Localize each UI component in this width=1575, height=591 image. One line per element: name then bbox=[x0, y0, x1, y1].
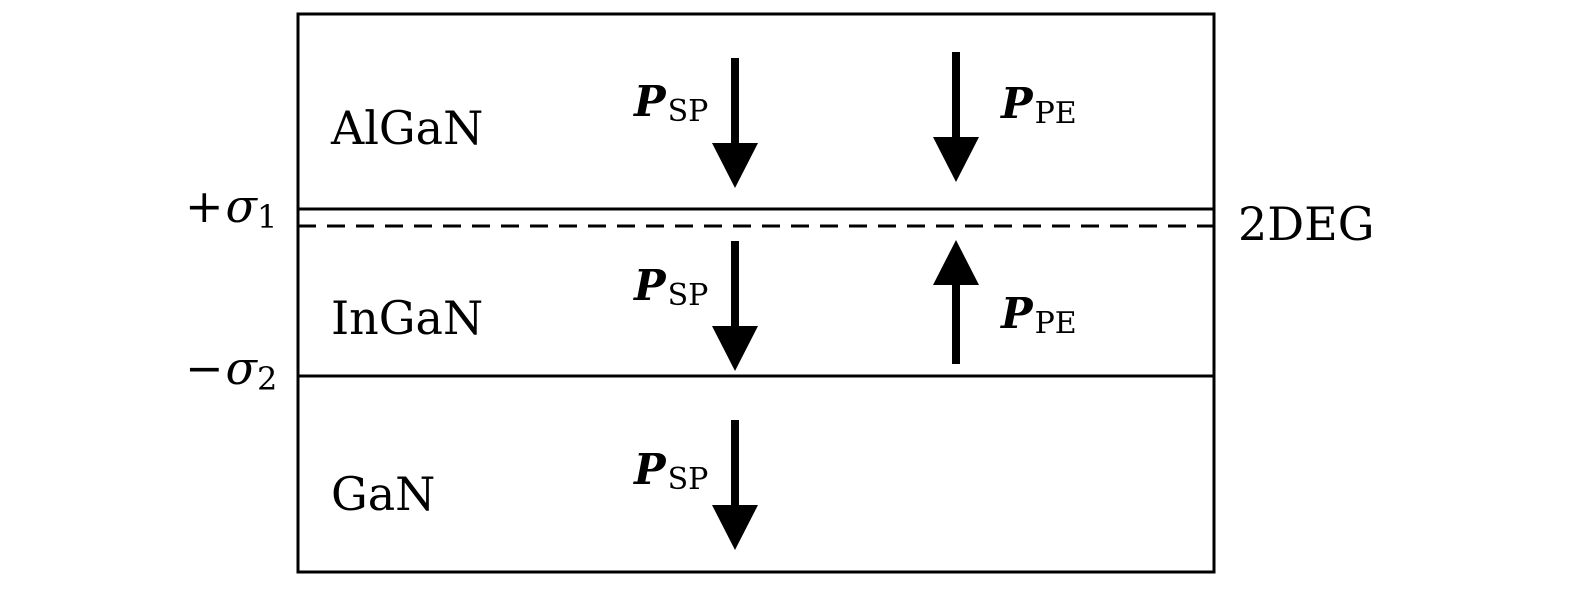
label-ingan-ppe-subscript: PE bbox=[1035, 306, 1077, 341]
2deg-label: 2DEG bbox=[1238, 197, 1374, 251]
charge-subscript-sigma2: 2 bbox=[257, 360, 277, 398]
arrow-algan-ppe-down-icon bbox=[933, 52, 979, 182]
arrow-gan-psp-down-icon bbox=[712, 420, 758, 550]
label-algan-psp: PSP bbox=[633, 77, 708, 129]
label-ingan-ppe-symbol: P bbox=[1000, 289, 1034, 338]
charge-label-sigma2: −σ2 bbox=[185, 341, 277, 398]
label-algan-psp-symbol: P bbox=[633, 77, 667, 126]
charge-sign-sigma1: + bbox=[185, 179, 224, 233]
charge-symbol-sigma1: σ bbox=[226, 179, 259, 233]
charge-label-sigma1: +σ1 bbox=[185, 179, 277, 236]
charge-sign-sigma2: − bbox=[185, 341, 224, 395]
charge-subscript-sigma1: 1 bbox=[257, 198, 277, 236]
label-ingan-ppe: PPE bbox=[1000, 289, 1077, 341]
arrow-ingan-ppe-up-icon bbox=[933, 240, 979, 364]
layer-label-ingan: InGaN bbox=[331, 291, 483, 345]
layer-label-gan: GaN bbox=[331, 467, 435, 521]
label-algan-ppe: PPE bbox=[1000, 79, 1077, 131]
label-gan-psp-symbol: P bbox=[633, 445, 667, 494]
label-gan-psp-subscript: SP bbox=[668, 462, 709, 497]
charge-symbol-sigma2: σ bbox=[226, 341, 259, 395]
label-algan-psp-subscript: SP bbox=[668, 94, 709, 129]
label-ingan-psp-symbol: P bbox=[633, 261, 667, 310]
arrow-algan-psp-down-icon bbox=[712, 58, 758, 188]
label-gan-psp: PSP bbox=[633, 445, 708, 497]
label-algan-ppe-symbol: P bbox=[1000, 79, 1034, 128]
layer-stack-outline bbox=[296, 12, 1216, 574]
layer-label-algan: AlGaN bbox=[330, 101, 483, 155]
label-ingan-psp-subscript: SP bbox=[668, 278, 709, 313]
label-ingan-psp: PSP bbox=[633, 261, 708, 313]
label-algan-ppe-subscript: PE bbox=[1035, 96, 1077, 131]
arrow-ingan-psp-down-icon bbox=[712, 241, 758, 371]
